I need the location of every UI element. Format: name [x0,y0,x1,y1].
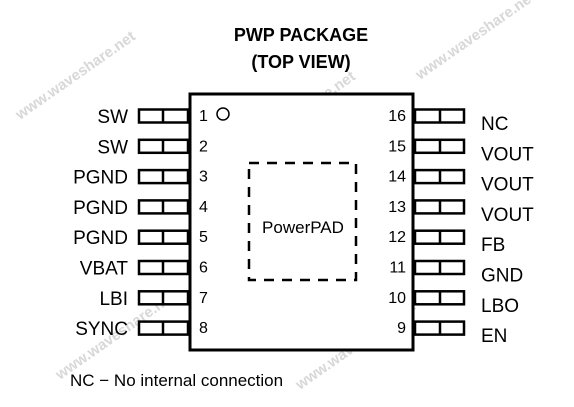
pin-number: 14 [388,169,406,186]
pin-number: 13 [388,199,406,216]
pin-10: 10 LBO [388,290,519,317]
pin-7: LBI 7 [99,289,208,310]
pin-number: 12 [388,229,406,246]
pin-name: SW [97,107,128,128]
pin-number: 4 [199,199,208,216]
pin-name: SW [97,137,128,158]
diagram-subtitle: (TOP VIEW) [251,52,350,72]
pin-name: NC [481,114,508,135]
pin-name: PGND [73,168,128,189]
pin-number: 3 [199,169,208,186]
pin-number: 2 [199,138,208,155]
pin-14: 14 VOUT [388,169,534,196]
pin-name: VOUT [481,175,534,196]
pin-1: SW 1 [97,107,208,128]
powerpad-outline [247,161,358,282]
pin-4: PGND 4 [73,198,208,219]
pin-number: 8 [199,320,208,337]
pin-11: 11 GND [389,260,523,287]
pin-name: VBAT [80,259,129,280]
pin-number: 16 [388,108,406,125]
pin-6: VBAT 6 [80,259,208,280]
pin-name: LBO [481,296,519,317]
pin-name: PGND [73,228,128,249]
pin-12: 12 FB [388,229,505,256]
pin-15: 15 VOUT [388,138,534,165]
pin-number: 11 [389,260,406,277]
pin-number: 10 [388,290,406,307]
pin-name: EN [481,326,507,347]
pin-name: VOUT [481,144,534,165]
pin-number: 6 [199,260,208,277]
pin-number: 5 [199,229,208,246]
pin-3: PGND 3 [73,168,208,189]
pin-2: SW 2 [97,137,208,158]
pin-8: SYNC 8 [75,319,208,340]
pin-name: GND [481,266,523,287]
pin-name: SYNC [75,319,128,340]
watermark-text: www.waveshare.net [412,0,539,84]
pin-number: 1 [199,108,208,125]
pin-16: 16 NC [388,108,508,135]
pin-number: 9 [397,320,406,337]
pin-5: PGND 5 [73,228,208,249]
diagram-title: PWP PACKAGE [234,25,368,45]
pin-name: VOUT [481,205,534,226]
package-body [188,92,415,352]
powerpad-label: PowerPAD [262,218,344,237]
pin-name: LBI [99,289,128,310]
pin-name: PGND [73,198,128,219]
pin1-indicator [216,107,230,121]
footnote: NC − No internal connection [70,371,283,390]
pin-number: 15 [388,138,406,155]
pin-number: 7 [199,290,208,307]
pin-13: 13 VOUT [388,199,534,226]
pin-9: 9 EN [397,320,507,347]
pin-name: FB [481,235,505,256]
